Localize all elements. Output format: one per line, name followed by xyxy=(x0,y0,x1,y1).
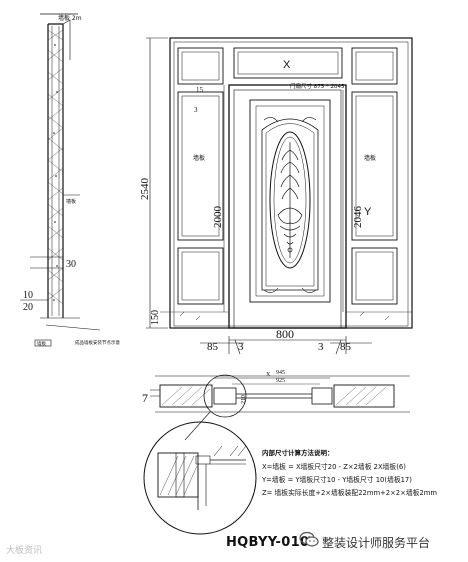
plan-dim-x: X xyxy=(266,372,271,378)
watermark-right: 整装设计师服务平台 xyxy=(322,536,431,550)
section-bottom-note: 成品墙板安装节点示意 xyxy=(75,339,120,346)
panel-x-label: X xyxy=(283,59,291,71)
dim-door-height: 2000 xyxy=(212,206,224,229)
plan-dim-925: 925 xyxy=(276,378,285,384)
plan-dim-210: 210 xyxy=(241,395,247,404)
panel-y-label: Y xyxy=(364,206,372,218)
drawing-code: HQBYY-010 xyxy=(226,535,310,550)
dim-right-inner: 3 xyxy=(318,341,324,353)
formula-note: 内部尺寸计算方法说明： X=墙板 = X墙板尺寸20 - Z×2墙板 2X墙板(… xyxy=(261,448,437,497)
formula-line-1: X=墙板 = X墙板尺寸20 - Z×2墙板 2X墙板(6) xyxy=(262,462,406,471)
wall-panel-right: 墙板 xyxy=(364,154,376,162)
formula-line-2: Y=墙板 = Y墙板尺寸10 - Y墙板尺寸 10(墙板17) xyxy=(261,475,412,484)
plan-dim-945: 945 xyxy=(276,370,285,376)
door-size-note: 门扇尺寸 875 * 2045 xyxy=(290,82,345,90)
plan-left-7: 7 xyxy=(142,391,148,405)
formula-line-3: Z= 墙板实际长度+2×墙板装配22mm+2×2×墙板2mm xyxy=(262,488,437,497)
plan-section: X 945 925 210 7 xyxy=(142,370,410,441)
dim-top-left-b: 3 xyxy=(194,106,198,114)
section-top-label: 墙板 2m xyxy=(58,14,82,22)
dim-total-height: 2540 xyxy=(139,178,151,201)
detail-enlargement xyxy=(143,421,257,535)
dim-top-left: 15 xyxy=(196,86,204,94)
dim-30: 30 xyxy=(66,259,76,270)
dim-left-outer: 85 xyxy=(207,341,219,353)
dim-base: 150 xyxy=(150,310,161,325)
vertical-section: 墙板 2m 墙板 30 10 20 墙板 成品墙板安装节点示意 xyxy=(20,13,120,347)
wall-panel-left: 墙板 xyxy=(193,154,205,162)
section-bottom-label: 墙板 xyxy=(37,340,46,347)
section-mid-label: 墙板 xyxy=(66,198,76,205)
dim-right-height: 2046 xyxy=(352,206,364,229)
door-elevation: X 墙板 墙板 Y 门扇尺寸 875 * 2045 xyxy=(169,37,413,329)
dim-opening-width: 800 xyxy=(276,327,294,341)
dim-left-inner: 3 xyxy=(238,341,244,353)
dim-10: 10 xyxy=(23,290,33,301)
dim-20: 20 xyxy=(23,302,33,313)
watermark-left: 大板资讯 xyxy=(6,546,43,556)
wechat-icon xyxy=(299,531,319,547)
elevation-dimensions: 2540 2000 2046 150 800 85 3 3 85 15 3 xyxy=(139,37,412,355)
formula-title: 内部尺寸计算方法说明： xyxy=(262,448,334,457)
